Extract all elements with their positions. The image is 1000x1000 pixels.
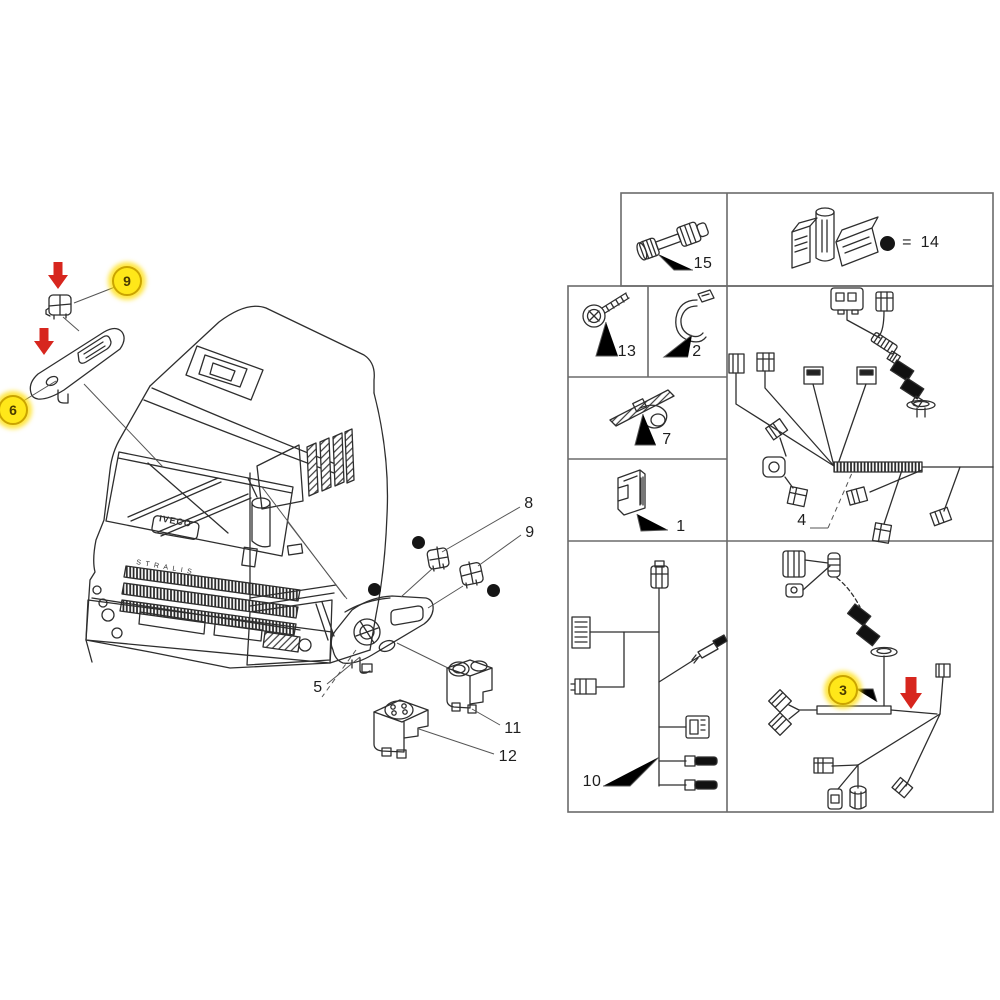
grid-frame — [567, 192, 994, 813]
red-arrow-part9 — [48, 262, 68, 289]
leader-2 — [662, 334, 693, 358]
leader-4 — [810, 472, 853, 529]
part-4-harness — [728, 287, 994, 544]
label-10: 10 — [582, 773, 602, 790]
red-arrow-part3 — [900, 677, 922, 709]
label-2: 2 — [692, 343, 702, 360]
part-10-harness — [570, 560, 728, 791]
part-15-cable — [636, 221, 709, 261]
leader-7 — [634, 413, 656, 446]
part-7-bracket — [609, 389, 675, 429]
highlight-circle-3: 3 — [828, 675, 858, 705]
red-arrow-part6 — [34, 328, 54, 355]
part-6-door-switch-panel — [29, 327, 125, 404]
part-12-switch — [373, 699, 429, 759]
label-14: 14 — [920, 234, 940, 251]
label-8: 8 — [524, 495, 534, 512]
label-13: 13 — [617, 343, 637, 360]
legend-equals: = — [902, 234, 912, 251]
label-9: 9 — [525, 524, 535, 541]
svg-text:IVECO: IVECO — [158, 513, 192, 529]
part-9-switch-exploded — [45, 294, 72, 320]
truck-cab-drawing — [85, 305, 389, 669]
leader-3 — [856, 688, 878, 703]
label-7: 7 — [662, 431, 672, 448]
leader-15 — [657, 253, 693, 271]
leader-13 — [595, 321, 618, 357]
grease-point-dot — [487, 584, 500, 597]
label-12: 12 — [498, 748, 518, 765]
leader-1 — [636, 513, 669, 532]
part-8-switch — [426, 546, 450, 572]
label-11: 11 — [504, 720, 522, 737]
legend-dot-icon — [880, 236, 895, 251]
grease-point-dot — [368, 583, 381, 596]
part-3-harness — [768, 550, 951, 810]
part-2-hook — [675, 289, 715, 343]
label-5: 5 — [313, 679, 323, 696]
label-1: 1 — [676, 518, 686, 535]
highlight-circle-9: 9 — [112, 266, 142, 296]
grease-point-dot — [412, 536, 425, 549]
label-4: 4 — [797, 512, 807, 529]
part-1-clip — [617, 469, 646, 516]
part-9-switch — [459, 561, 484, 589]
part-11-switch — [446, 659, 493, 714]
part-14-packets — [791, 207, 879, 269]
iveco-badge-text: IVECO STRALIS — [136, 513, 197, 576]
part-13-screw — [582, 292, 630, 328]
part-5-switch-panel — [330, 595, 434, 674]
leader-lines-left — [19, 286, 522, 755]
leader-10 — [603, 756, 660, 787]
label-15: 15 — [693, 255, 713, 272]
highlight-circle-6: 6 — [0, 395, 28, 425]
